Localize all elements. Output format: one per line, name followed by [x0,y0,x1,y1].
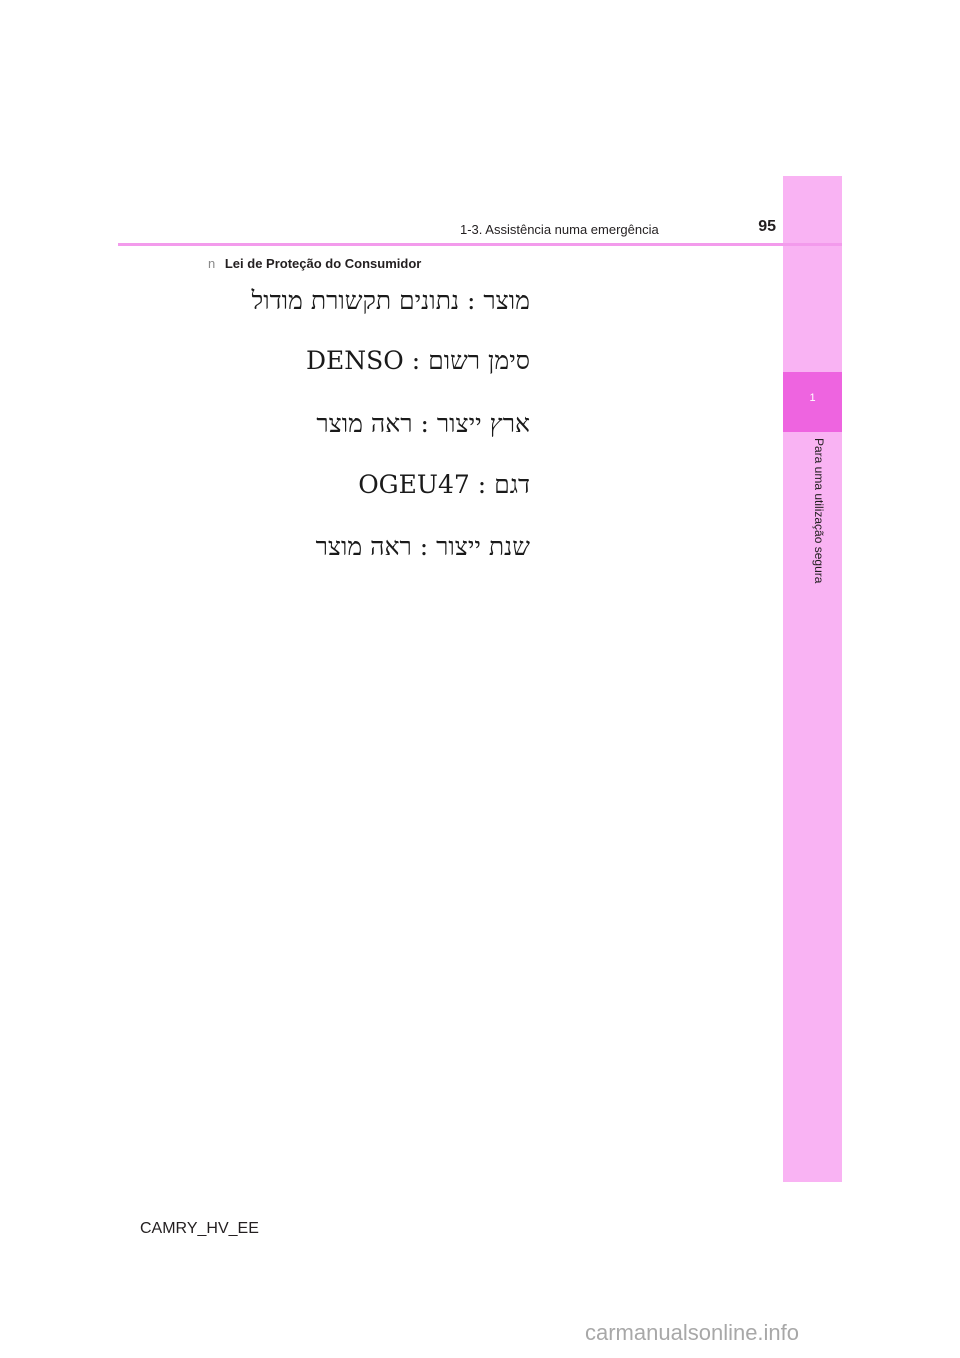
chapter-number: 1 [809,392,816,404]
page-number: 95 [758,218,776,235]
side-tab [783,176,842,1182]
running-header: 1-3. Assistência numa emergência [460,222,659,237]
footer-code: CAMRY_HV_EE [140,1220,259,1237]
side-tab-title: Para uma utilização segura [812,438,826,584]
chapter-marker [783,372,842,432]
header-divider [118,243,842,246]
watermark: carmanualsonline.info [585,1320,800,1345]
country-line: ארץ ייצור : ראה מוצר [316,409,530,438]
model-line: דגם : OGEU47 [358,470,530,499]
heading-bullet: n [208,256,216,271]
heading-text: Lei de Proteção do Consumidor [224,256,422,271]
section-heading: n Lei de Proteção do Consumidor [208,256,421,271]
product-line: מוצר : נתונים תקשורת מודול [251,286,530,315]
year-line: שנת ייצור : ראה מוצר [315,532,530,561]
trademark-line: סימן רשום : DENSO [305,346,530,375]
